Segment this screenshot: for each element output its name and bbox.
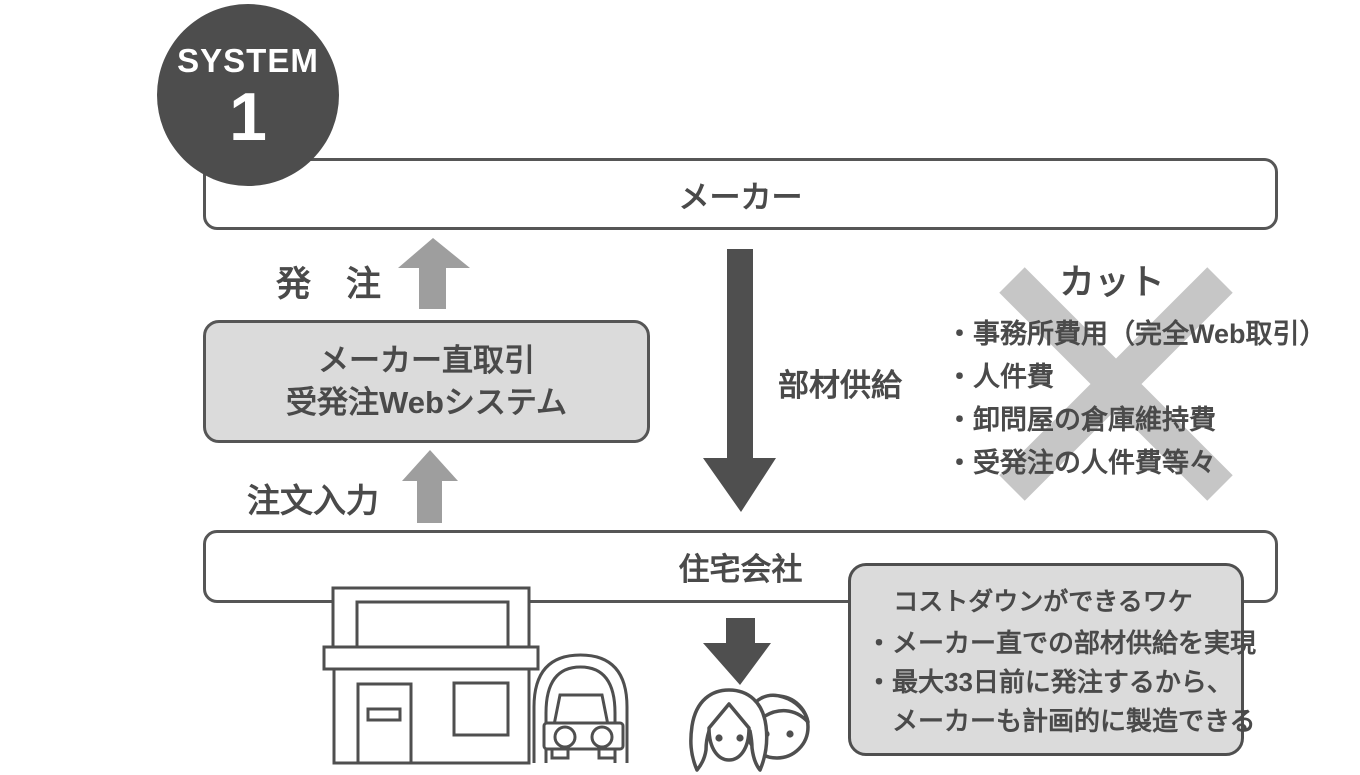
web-system-label-line1: メーカー直取引 bbox=[318, 342, 535, 378]
consumer-couple-icon bbox=[689, 688, 810, 772]
web-system-label-line2: 受発注Webシステム bbox=[286, 384, 567, 420]
cost-down-list: ・メーカー直での部材供給を実現 ・最大33日前に発注するから、 メーカーも計画的… bbox=[866, 624, 1256, 741]
cost-down-item: ・メーカー直での部材供給を実現 bbox=[866, 628, 1257, 658]
maker-label: メーカー bbox=[678, 179, 803, 215]
cut-item: ・人件費 bbox=[946, 362, 1054, 392]
system-badge-label: SYSTEM bbox=[177, 42, 319, 79]
consumer-down-arrow-icon bbox=[703, 618, 771, 685]
housing-company-label: 住宅会社 bbox=[678, 552, 803, 587]
cut-cross-icon bbox=[999, 267, 1233, 501]
cut-title: カット bbox=[1059, 263, 1165, 302]
housing-company-building-icon bbox=[322, 586, 629, 765]
parts-supply-flow-label: 部材供給 bbox=[778, 368, 902, 403]
parts-supply-down-arrow-icon bbox=[703, 249, 776, 512]
order-input-up-arrow-icon bbox=[402, 450, 458, 523]
cut-item: ・事務所費用（完全Web取引） bbox=[946, 319, 1327, 349]
cost-down-box bbox=[848, 563, 1244, 756]
woman-face-icon bbox=[689, 688, 769, 772]
maker-box: メーカー bbox=[203, 158, 1278, 230]
order-input-flow-label: 注文入力 bbox=[247, 482, 379, 519]
cost-down-item: メーカーも計画的に製造できる bbox=[866, 706, 1256, 736]
cut-item: ・受発注の人件費等々 bbox=[946, 448, 1216, 478]
web-system-box: メーカー直取引 受発注Webシステム bbox=[203, 320, 650, 443]
cut-item: ・卸問屋の倉庫維持費 bbox=[946, 405, 1216, 435]
system-badge: SYSTEM 1 bbox=[157, 4, 339, 186]
system-badge-number: 1 bbox=[229, 79, 267, 155]
cut-list: ・事務所費用（完全Web取引） ・人件費 ・卸問屋の倉庫維持費 ・受発注の人件費… bbox=[946, 313, 1327, 485]
car-icon bbox=[542, 693, 625, 760]
order-up-arrow-icon bbox=[398, 238, 470, 309]
cost-down-item: ・最大33日前に発注するから、 bbox=[866, 667, 1233, 697]
order-flow-label: 発 注 bbox=[276, 265, 382, 304]
office-building-icon bbox=[322, 586, 540, 765]
cost-down-title: コストダウンができるワケ bbox=[893, 588, 1193, 616]
